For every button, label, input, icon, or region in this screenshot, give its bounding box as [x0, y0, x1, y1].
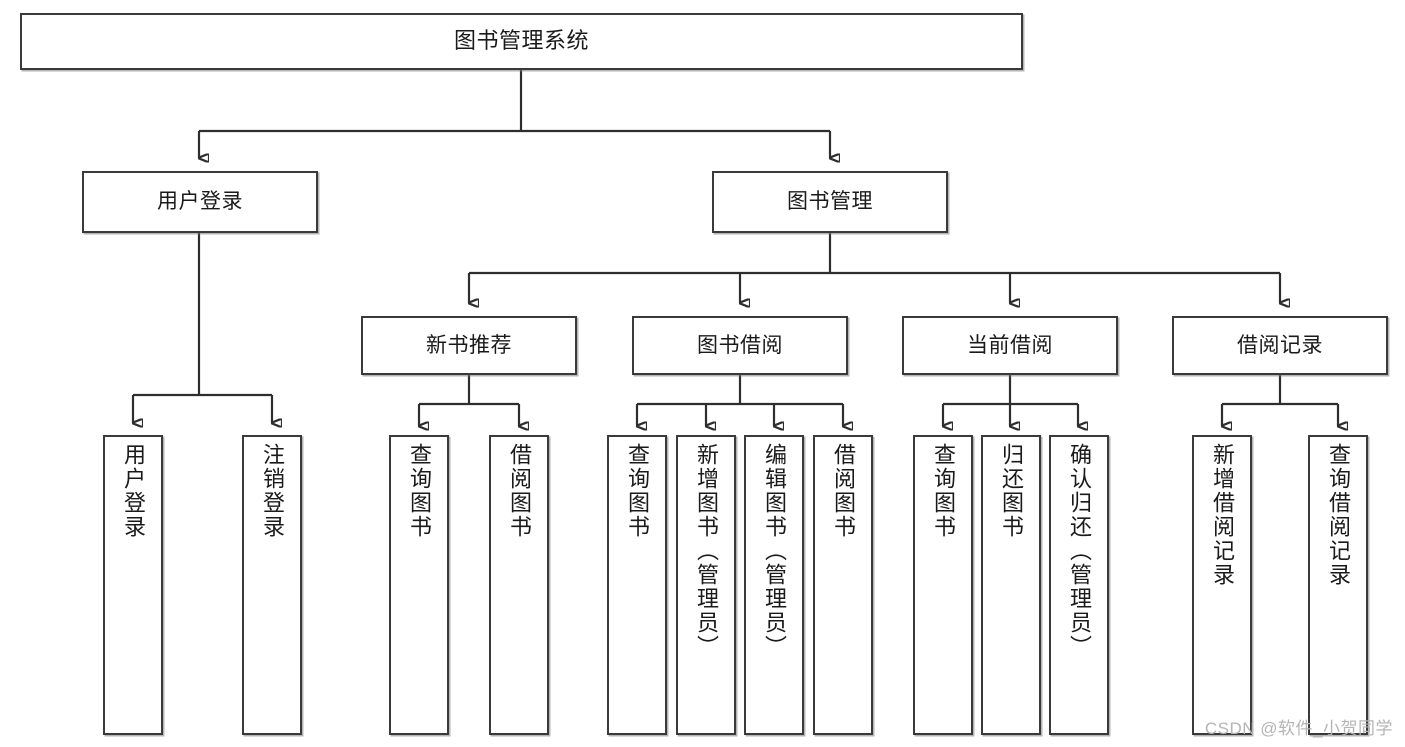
node-label: 编辑图书（管理员）	[762, 443, 787, 659]
leaf-borrow-book-2[interactable]: 借阅图书	[813, 435, 873, 735]
node-label: 当前借阅	[967, 333, 1053, 357]
node-label: 借阅图书	[831, 443, 856, 539]
node-label: 注销登录	[260, 443, 285, 539]
node-label: 图书管理	[787, 190, 873, 214]
leaf-edit-book[interactable]: 编辑图书（管理员）	[744, 435, 804, 735]
node-book-manage[interactable]: 图书管理	[712, 171, 948, 233]
leaf-user-logout[interactable]: 注销登录	[242, 435, 302, 735]
node-label: 查询借阅记录	[1326, 443, 1351, 587]
leaf-query-record[interactable]: 查询借阅记录	[1308, 435, 1368, 735]
node-user-login[interactable]: 用户登录	[82, 171, 318, 233]
leaf-add-record[interactable]: 新增借阅记录	[1192, 435, 1252, 735]
node-label: 图书借阅	[697, 333, 783, 357]
node-new-book-rec[interactable]: 新书推荐	[361, 316, 577, 375]
node-label: 查询图书	[931, 443, 956, 539]
leaf-user-login[interactable]: 用户登录	[103, 435, 163, 735]
node-label: 借阅图书	[507, 443, 532, 539]
node-label: 查询图书	[625, 443, 650, 539]
node-root-system[interactable]: 图书管理系统	[20, 13, 1023, 70]
leaf-confirm-return[interactable]: 确认归还（管理员）	[1049, 435, 1109, 735]
node-book-borrow[interactable]: 图书借阅	[632, 316, 848, 375]
node-label: 图书管理系统	[453, 28, 589, 54]
node-label: 用户登录	[157, 190, 243, 214]
node-borrow-record[interactable]: 借阅记录	[1172, 316, 1388, 375]
node-label: 归还图书	[999, 443, 1024, 539]
node-current-borrow[interactable]: 当前借阅	[902, 316, 1118, 375]
leaf-query-book-3[interactable]: 查询图书	[913, 435, 973, 735]
node-label: 新增图书（管理员）	[694, 443, 719, 659]
leaf-return-book[interactable]: 归还图书	[981, 435, 1041, 735]
node-label: 新增借阅记录	[1210, 443, 1235, 587]
leaf-query-book-2[interactable]: 查询图书	[607, 435, 667, 735]
node-label: 用户登录	[121, 443, 146, 539]
node-label: 借阅记录	[1237, 333, 1323, 357]
node-label: 新书推荐	[426, 333, 512, 357]
leaf-borrow-book-1[interactable]: 借阅图书	[489, 435, 549, 735]
node-label: 查询图书	[407, 443, 432, 539]
node-label: 确认归还（管理员）	[1067, 443, 1092, 659]
leaf-query-book-1[interactable]: 查询图书	[389, 435, 449, 735]
leaf-add-book[interactable]: 新增图书（管理员）	[676, 435, 736, 735]
watermark-csdn: CSDN @软件_小贺同学	[1204, 719, 1393, 738]
